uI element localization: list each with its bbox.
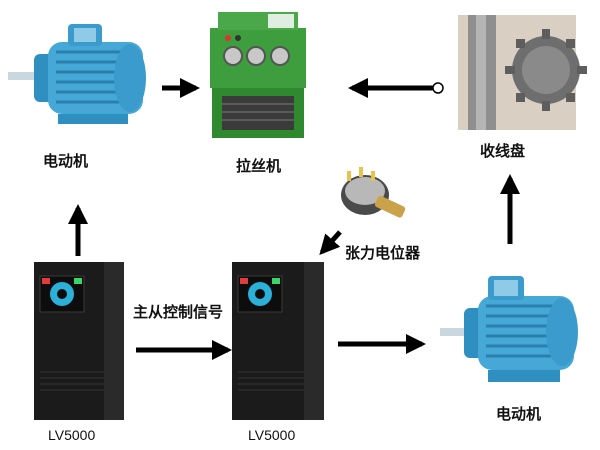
master-slave-label: 主从控制信号 [133, 303, 224, 321]
drawing-machine-label: 拉丝机 [236, 157, 282, 175]
take-up-reel-label: 收线盘 [480, 142, 526, 160]
motor-top-image [8, 24, 146, 124]
tension-pot-image [341, 167, 406, 218]
motor-bottom-image [440, 276, 578, 382]
motor-bottom-label: 电动机 [496, 405, 542, 423]
take-up-reel-image [458, 15, 587, 130]
drawing-machine-image [210, 12, 306, 138]
inverter-left-label: LV5000 [48, 427, 96, 443]
arrow-reel-origin-dot [432, 82, 444, 94]
tension-pot-label: 张力电位器 [345, 244, 421, 262]
inverter-left-image [34, 262, 124, 420]
inverter-right-image [232, 262, 324, 420]
motor-top-label: 电动机 [43, 152, 89, 170]
arrow-pot-to-inverter [319, 230, 342, 255]
inverter-right-label: LV5000 [248, 427, 296, 443]
